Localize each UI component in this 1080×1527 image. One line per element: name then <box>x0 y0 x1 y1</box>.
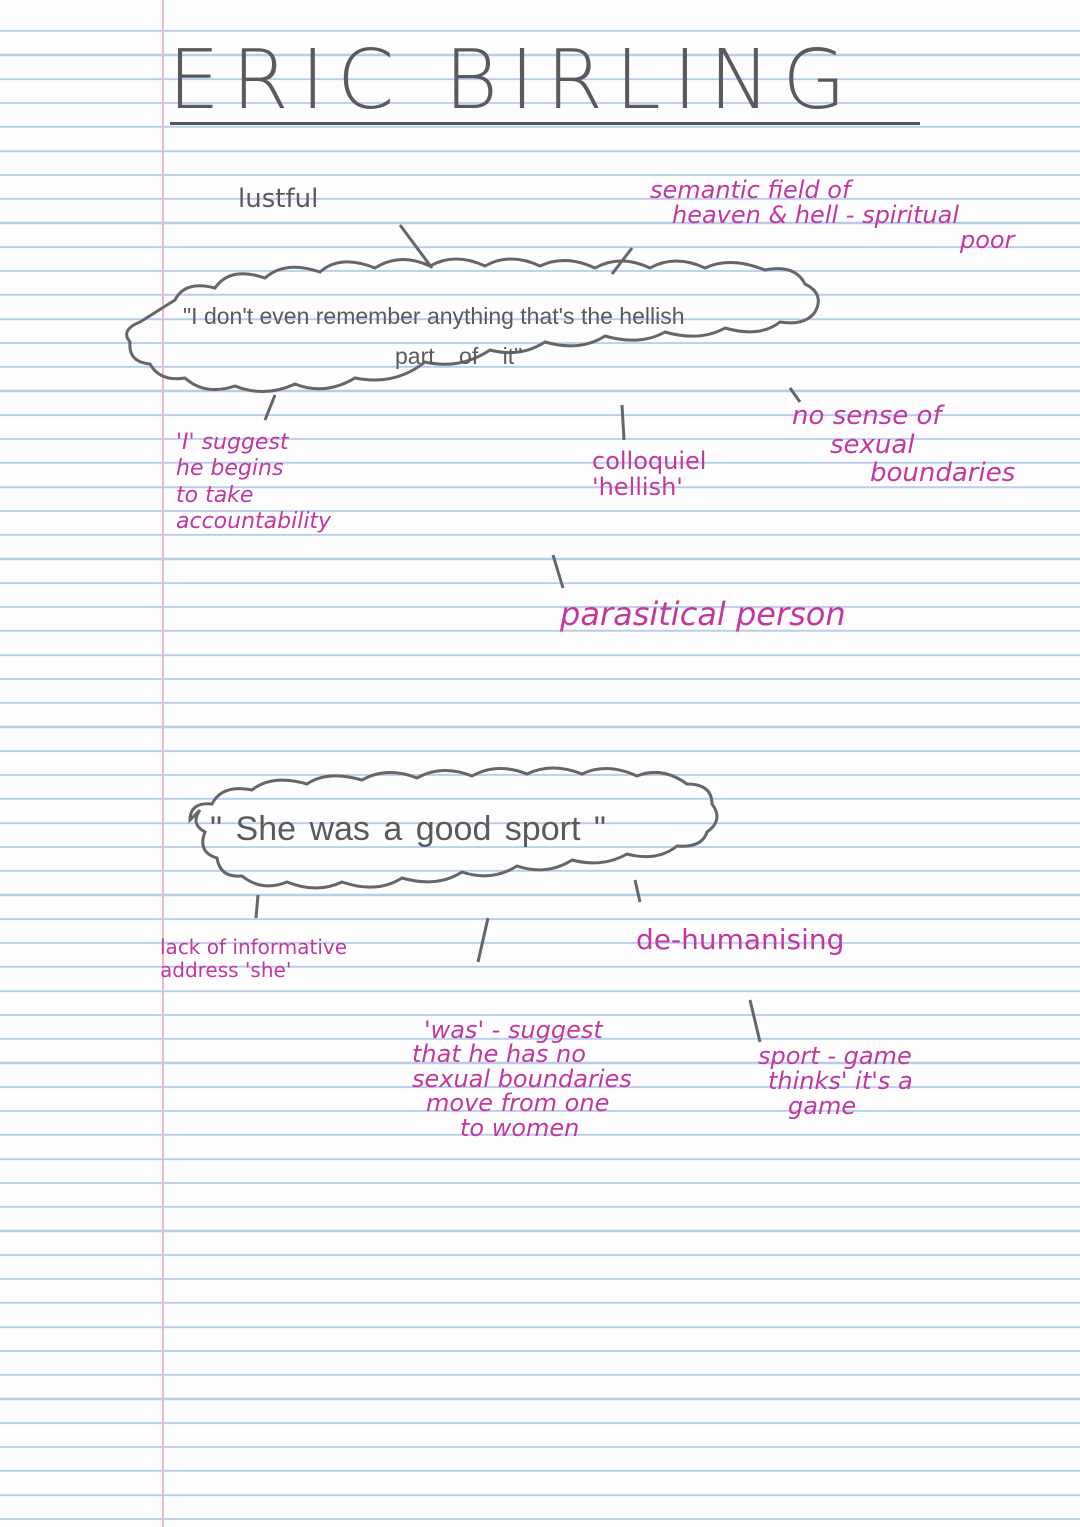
note-dehumanising: de-humanising <box>636 923 845 956</box>
note-nosense-line1: no sense of <box>792 401 942 431</box>
connector-lack <box>254 894 260 919</box>
note-lack-line2: address 'she' <box>160 958 292 982</box>
connector-colloquial <box>620 404 626 441</box>
note-nosense-line2: sexual <box>830 429 915 460</box>
connector-was <box>476 917 490 963</box>
note-no-sense: no sense of sexual boundaries <box>792 402 1015 488</box>
connector-sport <box>748 999 762 1043</box>
note-semantic-line1: semantic field of <box>650 176 851 204</box>
note-nosense-line3: boundaries <box>870 458 1016 489</box>
connector-suggest <box>263 394 277 421</box>
connector-nosense <box>788 387 802 403</box>
quote2-text: " She was a good sport " <box>210 810 606 848</box>
note-suggest-accountability: 'I' suggest he begins to take accountabi… <box>176 430 331 536</box>
connector-semantic <box>610 247 634 275</box>
title-underline <box>170 122 920 125</box>
note-suggest-line1: 'I' suggest <box>176 430 289 455</box>
note-was-line4: move from one <box>426 1089 610 1118</box>
quote1-line2: part of it" <box>395 343 523 369</box>
note-sport-line2: thinks' it's a <box>768 1067 913 1096</box>
note-suggest-line2: he begins <box>176 456 284 482</box>
note-was-suggest: 'was' - suggest that he has no sexual bo… <box>412 1016 632 1142</box>
connector-dehuman <box>633 879 642 903</box>
note-semantic-line3: poor <box>960 226 1015 255</box>
margin-line <box>162 0 164 1527</box>
note-was-line5: to women <box>460 1113 580 1142</box>
note-semantic-field: semantic field of heaven & hell - spirit… <box>650 176 1015 255</box>
note-sport-line1: sport - game <box>758 1042 912 1070</box>
note-suggest-line3: to take <box>176 482 254 508</box>
note-semantic-line2: heaven & hell - spiritual <box>672 201 960 230</box>
note-parasitical: parasitical person <box>560 595 846 633</box>
note-suggest-line4: accountability <box>176 509 332 535</box>
note-was-line1: 'was' - suggest <box>424 1016 603 1044</box>
note-was-line2: that he has no <box>412 1040 586 1069</box>
quote1-line1: "I don't even remember anything that's t… <box>183 303 685 329</box>
note-sport-line3: game <box>788 1092 857 1121</box>
note-was-line3: sexual boundaries <box>412 1064 632 1093</box>
connector-parasitical <box>551 554 565 589</box>
note-lustful: lustful <box>238 184 319 214</box>
note-lack-info: lack of informative address 'she' <box>160 936 347 982</box>
page-title: ERIC BIRLING <box>168 33 858 128</box>
note-colloquial-line1: colloquiel <box>592 447 707 475</box>
note-colloquial: colloquiel 'hellish' <box>592 448 706 501</box>
note-lack-line1: lack of informative <box>160 935 348 959</box>
connector-lustful <box>398 224 434 269</box>
note-sport-game: sport - game thinks' it's a game <box>758 1042 913 1121</box>
note-colloquial-line2: 'hellish' <box>592 473 683 502</box>
